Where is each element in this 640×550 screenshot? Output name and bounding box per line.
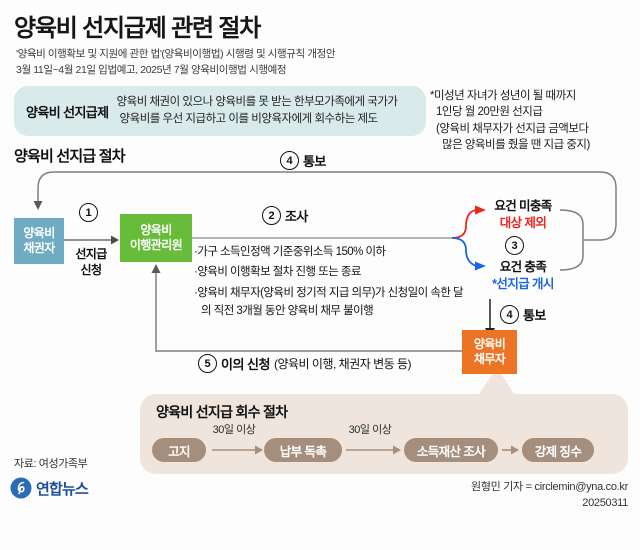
creditor-line1: 양육비: [23, 226, 55, 240]
subtitle-line2: 3월 11일~4월 21일 입법예고, 2025년 7월 양육비이행법 시행예정: [16, 63, 287, 76]
step4-top-number: 4: [280, 151, 299, 170]
definition-description: 양육비 채권이 있으나 양육비를 못 받는 한부모가족에게 국가가 양육비를 우…: [117, 94, 398, 127]
step5-text-bold: 이의 신청: [221, 357, 270, 372]
side-note: *미성년 자녀가 성년이 될 때까지 1인당 월 20만원 선지급 (양육비 채…: [430, 88, 590, 153]
subtitle: '양육비 이행확보 및 지원에 관한 법'(양육비이행법) 시행령 및 시행규칙…: [16, 47, 336, 79]
outcome-fail-result: 대상 제외: [499, 216, 547, 230]
reporter-line: 원형민 기자 = circlemin@yna.co.kr: [471, 481, 628, 493]
side-note-line3: (양육비 채무자가 선지급 금액보다: [436, 122, 589, 135]
recovery-step-enforcement: 강제 징수: [522, 438, 594, 462]
debtor-line1: 양육비: [473, 337, 506, 351]
yonhap-logo-icon: [10, 477, 32, 499]
definition-term: 양육비 선지급제: [26, 104, 109, 120]
criteria-item-3: ·양육비 채무자(양육비 정기적 지급 의무)가 신청일이 속한 달의 직전 3…: [194, 286, 464, 318]
creditor-box: 양육비 채권자: [14, 218, 64, 264]
side-note-line4: 많은 양육비를 줬을 땐 지급 중지): [442, 138, 590, 151]
step4-down-label: 4 통보: [500, 305, 546, 324]
step5-label: 5 이의 신청 (양육비 이행, 채권자 변동 등): [198, 354, 412, 373]
step3-number: 3: [505, 236, 524, 255]
criteria-item-2: ·양육비 이행확보 절차 진행 또는 종료: [194, 266, 362, 279]
debtor-line2: 채무자: [473, 352, 506, 366]
debtor-box: 양육비 채무자: [462, 330, 517, 374]
creditor-line2: 채권자: [23, 241, 55, 255]
side-note-line2: 1인당 월 20만원 선지급: [436, 106, 543, 119]
subtitle-line1: '양육비 이행확보 및 지원에 관한 법'(양육비이행법) 시행령 및 시행규칙…: [16, 48, 336, 60]
criteria-item-1: ·가구 소득인정액 기준중위소득 150% 이하: [194, 246, 386, 258]
recovery-step-notice: 고지: [152, 438, 206, 462]
step4-top-label: 4 통보: [280, 151, 326, 170]
step4-down-text: 통보: [523, 308, 546, 323]
yonhap-logo-text: 연합뉴스: [36, 480, 89, 498]
interval-label-2: 30일 이상: [348, 424, 392, 436]
recovery-step-investigation: 소득재산 조사: [404, 438, 498, 462]
outcome-pass-result: *선지급 개시: [492, 277, 554, 291]
step5-number: 5: [198, 354, 217, 373]
step2-text: 조사: [285, 209, 308, 224]
investigation-criteria: ·가구 소득인정액 기준중위소득 150% 이하 ·양육비 이행확보 절차 진행…: [194, 243, 464, 323]
side-note-line1: *미성년 자녀가 성년이 될 때까지: [430, 90, 576, 102]
recovery-box: 양육비 선지급 회수 절차 30일 이상 30일 이상 고지 납부 독촉 소득재…: [140, 394, 628, 474]
definition-desc-line1: 양육비 채권이 있으나 양육비를 못 받는 한부모가족에게 국가가: [116, 96, 398, 109]
page-title: 양육비 선지급제 관련 절차: [14, 15, 261, 42]
interval-label-1: 30일 이상: [212, 424, 256, 436]
yonhap-logo: 연합뉴스: [10, 477, 89, 499]
agency-box: 양육비 이행관리원: [120, 214, 192, 262]
definition-desc-line2: 양육비를 우선 지급하고 이를 비양육자에게 회수하는 제도: [119, 113, 379, 125]
outcome-fail-condition: 요건 미충족: [494, 199, 552, 213]
reporter-credit: 원형민 기자 = circlemin@yna.co.kr 20250311: [471, 480, 628, 512]
definition-box: 양육비 선지급제 양육비 채권이 있으나 양육비를 못 받는 한부모가족에게 국…: [14, 86, 426, 136]
step1-number: 1: [79, 203, 98, 222]
source-credit: 자료: 여성가족부: [14, 458, 88, 470]
step1-label-line1: 선지급: [75, 247, 107, 261]
agency-line2: 이행관리원: [129, 238, 183, 252]
step1-label: 선지급 신청: [64, 247, 118, 278]
step5-text-normal: (양육비 이행, 채권자 변동 등): [273, 357, 412, 371]
recovery-title: 양육비 선지급 회수 절차: [156, 404, 288, 420]
date-line: 20250311: [582, 496, 628, 509]
recovery-step-demand: 납부 독촉: [264, 438, 342, 462]
step2-label: 2 조사: [262, 206, 308, 225]
step4-top-text: 통보: [303, 154, 326, 169]
step4-down-number: 4: [500, 305, 519, 324]
step1-label-line2: 신청: [80, 262, 102, 277]
recovery-arrows: [212, 445, 519, 455]
agency-line1: 양육비: [140, 223, 172, 237]
step2-number: 2: [262, 206, 281, 225]
outcome-pass-condition: 요건 충족: [499, 260, 547, 274]
flow-section-title: 양육비 선지급 절차: [14, 148, 126, 165]
